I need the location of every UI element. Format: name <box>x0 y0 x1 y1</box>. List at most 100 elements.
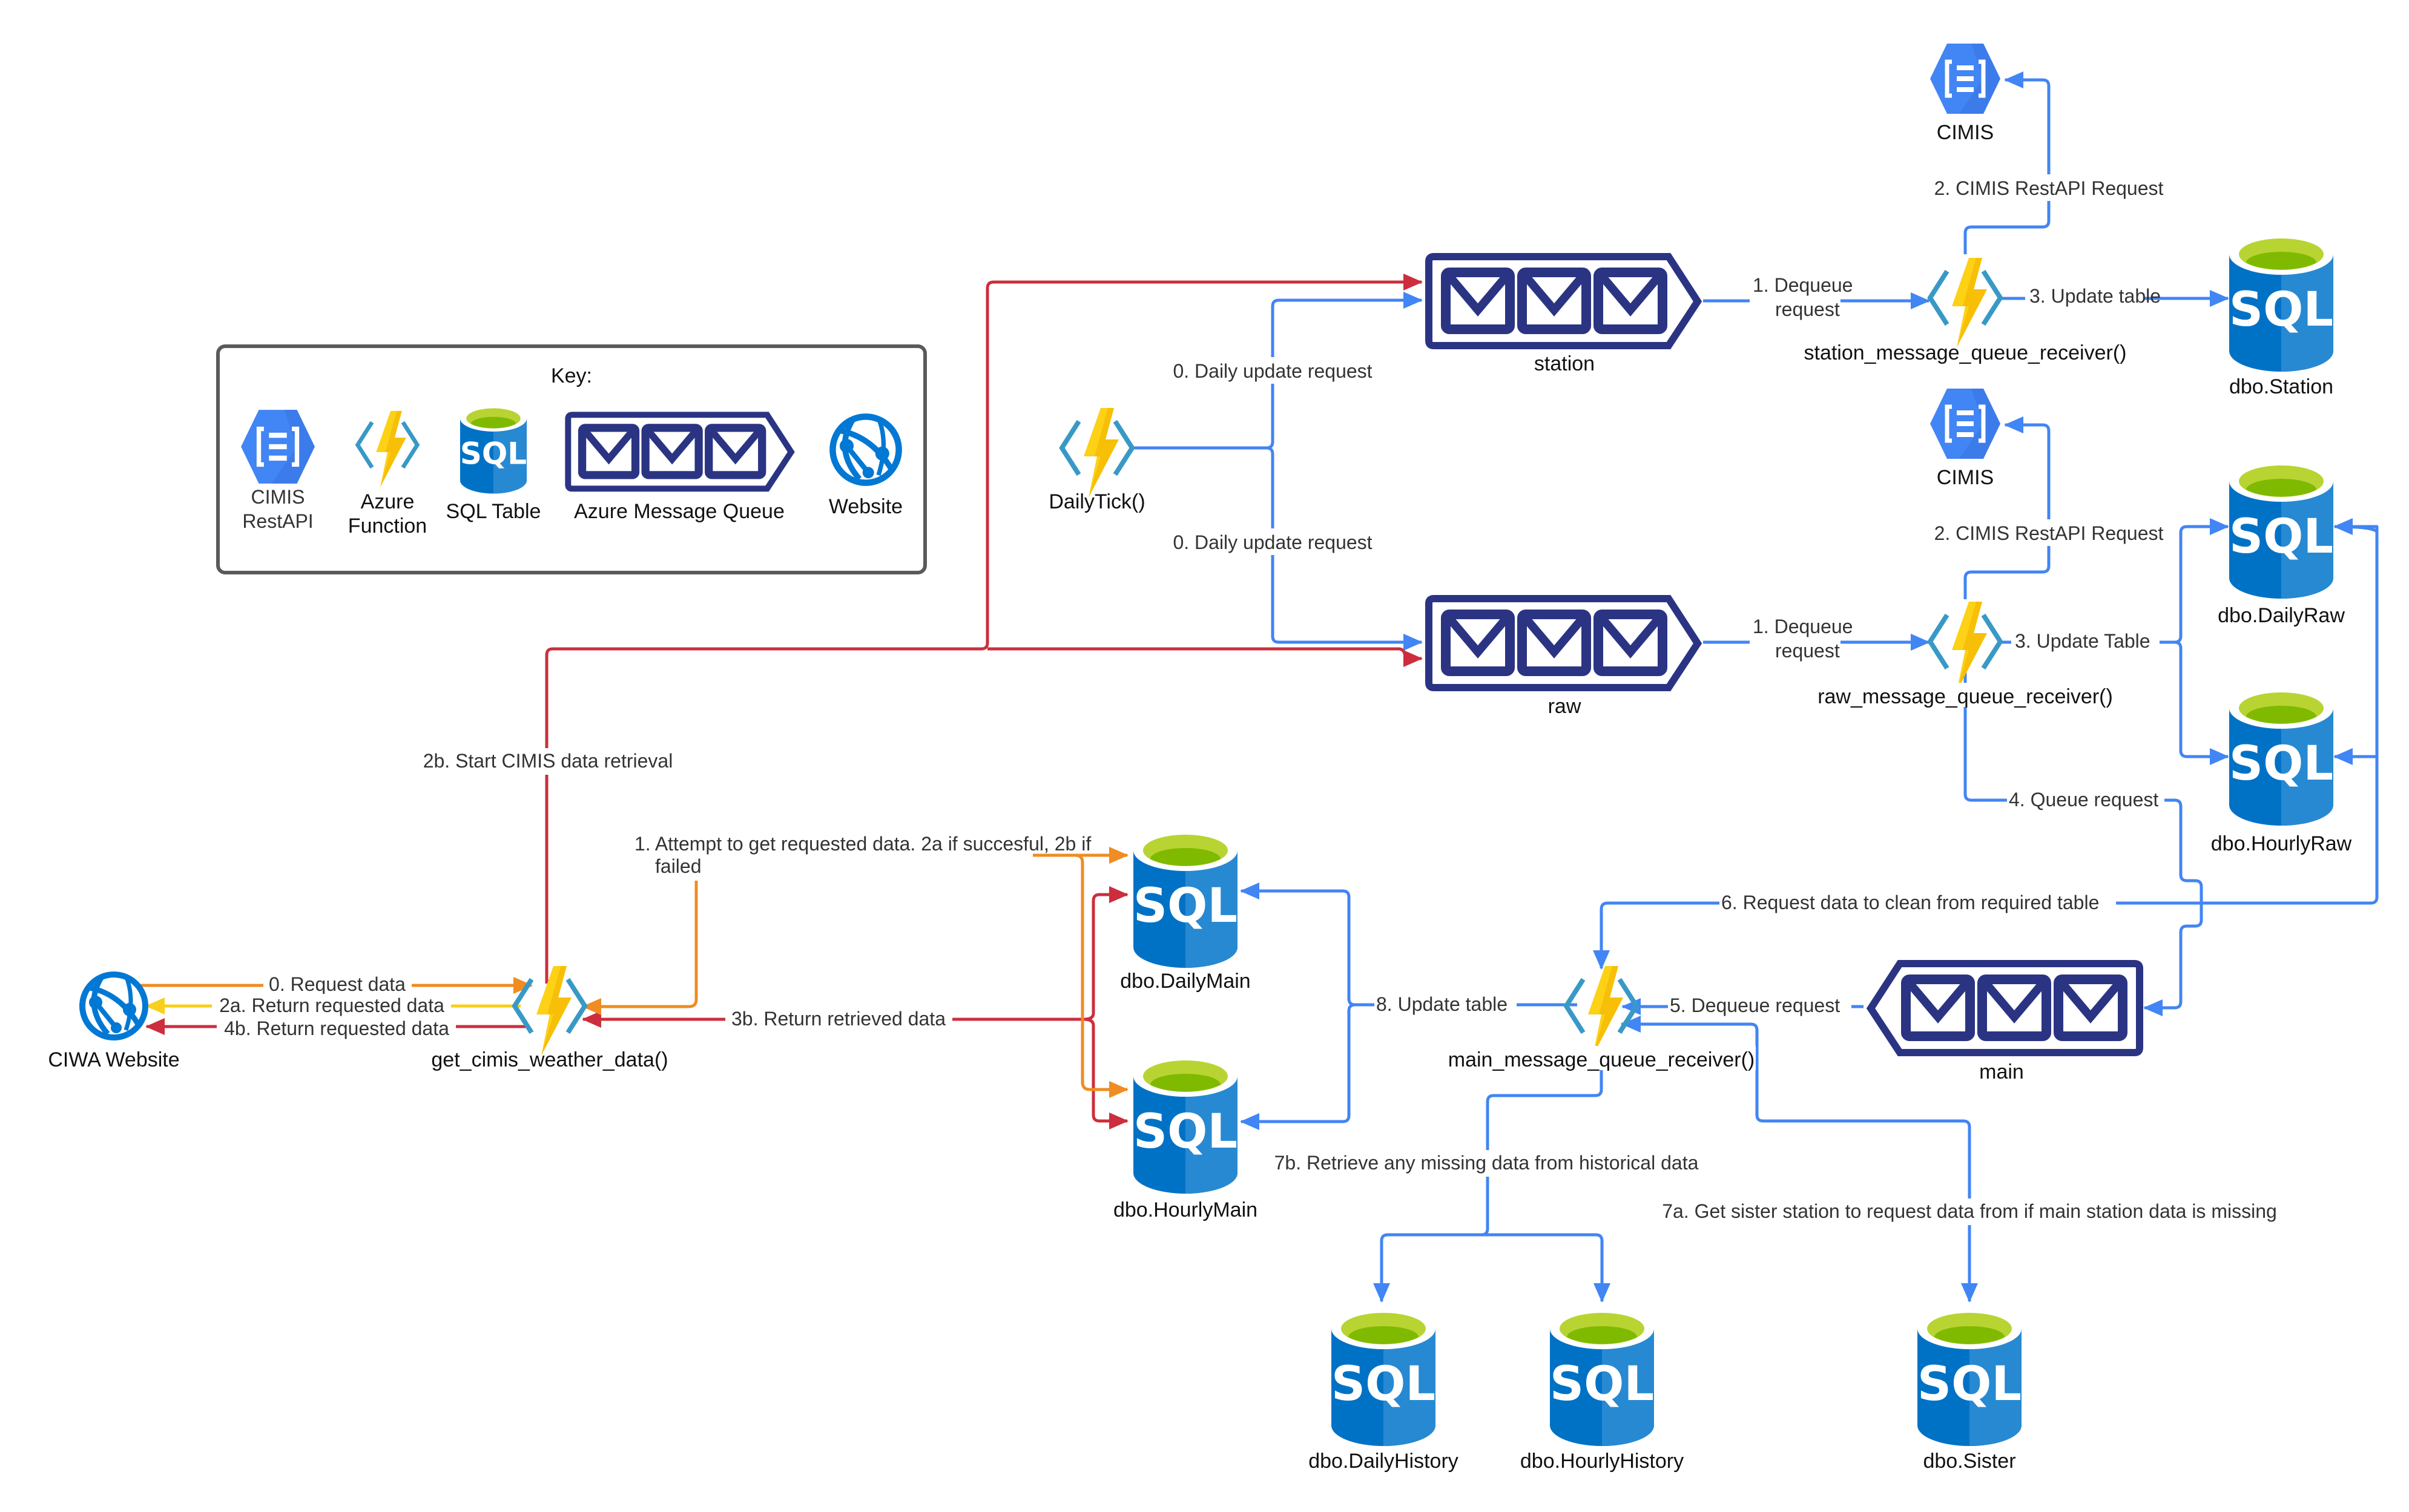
node-label: dbo.HourlyMain <box>1113 1198 1257 1221</box>
sql-table-icon <box>2229 234 2334 372</box>
node-label: DailyTick() <box>1049 490 1145 513</box>
node-station-queue[interactable]: station <box>1429 257 1698 375</box>
node-label: dbo.Station <box>2229 375 2333 398</box>
cimis-hexagon-icon <box>1930 389 2000 459</box>
node-label: CIWA Website <box>48 1048 179 1071</box>
sql-table-icon <box>2229 461 2334 599</box>
node-raw-func[interactable]: raw_message_queue_receiver() <box>1816 602 2113 708</box>
edge-return-retrieved-daily <box>1083 886 1129 1021</box>
node-station-func[interactable]: station_message_queue_receiver() <box>1804 258 2127 364</box>
sql-table-icon <box>2229 688 2334 826</box>
node-dbo-sister[interactable]: dbo.Sister <box>1917 1308 2022 1473</box>
sql-table-icon <box>1133 1056 1238 1194</box>
label-station-cimis-request: 2. CIMIS RestAPI Request <box>1934 177 2164 199</box>
node-dbo-hourlyraw[interactable]: dbo.HourlyRaw <box>2211 688 2352 855</box>
node-label: main_message_queue_receiver() <box>1448 1048 1755 1071</box>
label-raw-dequeue-2: request <box>1775 640 1840 662</box>
azure-function-icon <box>1566 966 1636 1056</box>
legend-title: Key: <box>551 364 592 387</box>
edge-get-sister <box>1621 1022 1971 1301</box>
edge-labels: 2. CIMIS RestAPI Request 1. Dequeue requ… <box>212 174 2289 1225</box>
label-raw-dequeue-1: 1. Dequeue <box>1753 616 1853 637</box>
edge-request-clean <box>1593 525 2379 970</box>
node-label: raw <box>1548 695 1581 718</box>
legend-label-sql: SQL Table <box>446 500 541 523</box>
azure-function-icon <box>515 966 585 1056</box>
edge-raw-queue-request <box>1963 672 2203 1016</box>
legend-label-function-1: Azure <box>361 490 415 513</box>
legend-label-function-2: Function <box>348 514 427 537</box>
edge-attempt-return <box>582 881 698 1015</box>
node-label: get_cimis_weather_data() <box>431 1048 668 1071</box>
label-start-cimis-retrieval: 2b. Start CIMIS data retrieval <box>423 750 673 772</box>
label-update-main: 8. Update table <box>1376 993 1508 1015</box>
node-label: raw_message_queue_receiver() <box>1817 685 2113 708</box>
node-dbo-dailyhistory[interactable]: dbo.DailyHistory <box>1308 1308 1458 1473</box>
legend-label-queue: Azure Message Queue <box>574 500 785 523</box>
node-dbo-dailyraw[interactable]: dbo.DailyRaw <box>2218 461 2345 627</box>
sql-table-icon <box>460 405 527 494</box>
legend-label-website: Website <box>829 495 903 518</box>
node-cimis-top[interactable]: CIMIS <box>1930 44 2000 144</box>
edge-attempt-hourlymain <box>1075 853 1129 1098</box>
edge-station-cimis-request <box>1963 71 2051 254</box>
node-label: main <box>1979 1060 2024 1083</box>
cimis-hexagon-icon <box>1930 44 2000 114</box>
edge-request-clean-daily <box>2333 518 2379 535</box>
node-dbo-hourlyhistory[interactable]: dbo.HourlyHistory <box>1520 1308 1684 1473</box>
node-label: dbo.HourlyHistory <box>1520 1450 1684 1473</box>
node-main-func[interactable]: main_message_queue_receiver() <box>1447 966 1756 1071</box>
edge-raw-update-hourly <box>2174 640 2229 765</box>
legend-label-cimis-1: CIMIS <box>251 486 305 508</box>
sql-table-icon <box>1917 1308 2022 1446</box>
label-return-4b: 4b. Return requested data <box>224 1017 449 1039</box>
node-label: dbo.Sister <box>1923 1450 2015 1473</box>
label-return-3b: 3b. Return retrieved data <box>731 1008 946 1030</box>
edge-return-retrieved-hourly <box>1083 1017 1129 1129</box>
sql-table-icon <box>1133 830 1238 968</box>
label-request-clean: 6. Request data to clean from required t… <box>1721 892 2099 913</box>
node-label: dbo.DailyMain <box>1120 970 1250 993</box>
edge-start-cimis-station <box>545 274 1423 984</box>
edge-update-dailymain <box>1240 883 1577 1007</box>
edge-dailytick-raw <box>1266 446 1423 651</box>
label-daily-update-station: 0. Daily update request <box>1173 360 1372 382</box>
node-dailytick[interactable]: DailyTick() <box>1049 408 1145 513</box>
message-queue-icon <box>1429 257 1698 346</box>
node-ciwa-website[interactable]: CIWA Website <box>48 975 180 1071</box>
sql-table-icon <box>1331 1308 1436 1446</box>
edge-update-hourlymain <box>1240 1003 1356 1130</box>
label-station-update: 3. Update table <box>2029 285 2161 307</box>
label-daily-update-raw: 0. Daily update request <box>1173 531 1372 553</box>
node-label: CIMIS <box>1937 121 1994 144</box>
label-attempt-get-2: failed <box>655 855 702 877</box>
edge-start-cimis-raw <box>987 647 1423 667</box>
label-raw-cimis-request: 2. CIMIS RestAPI Request <box>1934 522 2164 544</box>
node-label: CIMIS <box>1937 466 1994 489</box>
node-label: station <box>1534 352 1595 375</box>
message-queue-icon <box>1429 599 1698 688</box>
message-queue-icon <box>1871 964 2140 1053</box>
node-label: dbo.HourlyRaw <box>2211 832 2352 855</box>
node-label: dbo.DailyRaw <box>2218 604 2345 627</box>
website-globe-icon <box>82 975 145 1037</box>
sql-table-icon <box>1549 1308 1655 1446</box>
label-station-dequeue-2: request <box>1775 298 1840 320</box>
label-get-sister: 7a. Get sister station to request data f… <box>1662 1200 2277 1222</box>
node-cimis-mid[interactable]: CIMIS <box>1930 389 2000 489</box>
label-raw-update: 3. Update Table <box>2015 630 2150 652</box>
node-label: station_message_queue_receiver() <box>1804 341 2127 364</box>
node-get-cimis-func[interactable]: get_cimis_weather_data() <box>431 966 668 1071</box>
node-dbo-hourlymain[interactable]: dbo.HourlyMain <box>1113 1056 1257 1221</box>
edge-retrieve-hourlyhistory <box>1481 1233 1610 1303</box>
node-dbo-dailymain[interactable]: dbo.DailyMain <box>1120 830 1251 993</box>
node-raw-queue[interactable]: raw <box>1429 599 1698 718</box>
node-main-queue[interactable]: main <box>1871 964 2140 1083</box>
label-return-2a: 2a. Return requested data <box>219 994 444 1016</box>
label-request-data: 0. Request data <box>269 973 406 995</box>
legend-key: Key: CIMIS RestAPI Azure Function SQL Ta… <box>216 344 927 574</box>
label-dequeue-main: 5. Dequeue request <box>1670 994 1840 1016</box>
label-attempt-get-1: 1. Attempt to get requested data. 2a if … <box>634 833 1091 855</box>
node-dbo-station[interactable]: dbo.Station <box>2229 234 2334 398</box>
